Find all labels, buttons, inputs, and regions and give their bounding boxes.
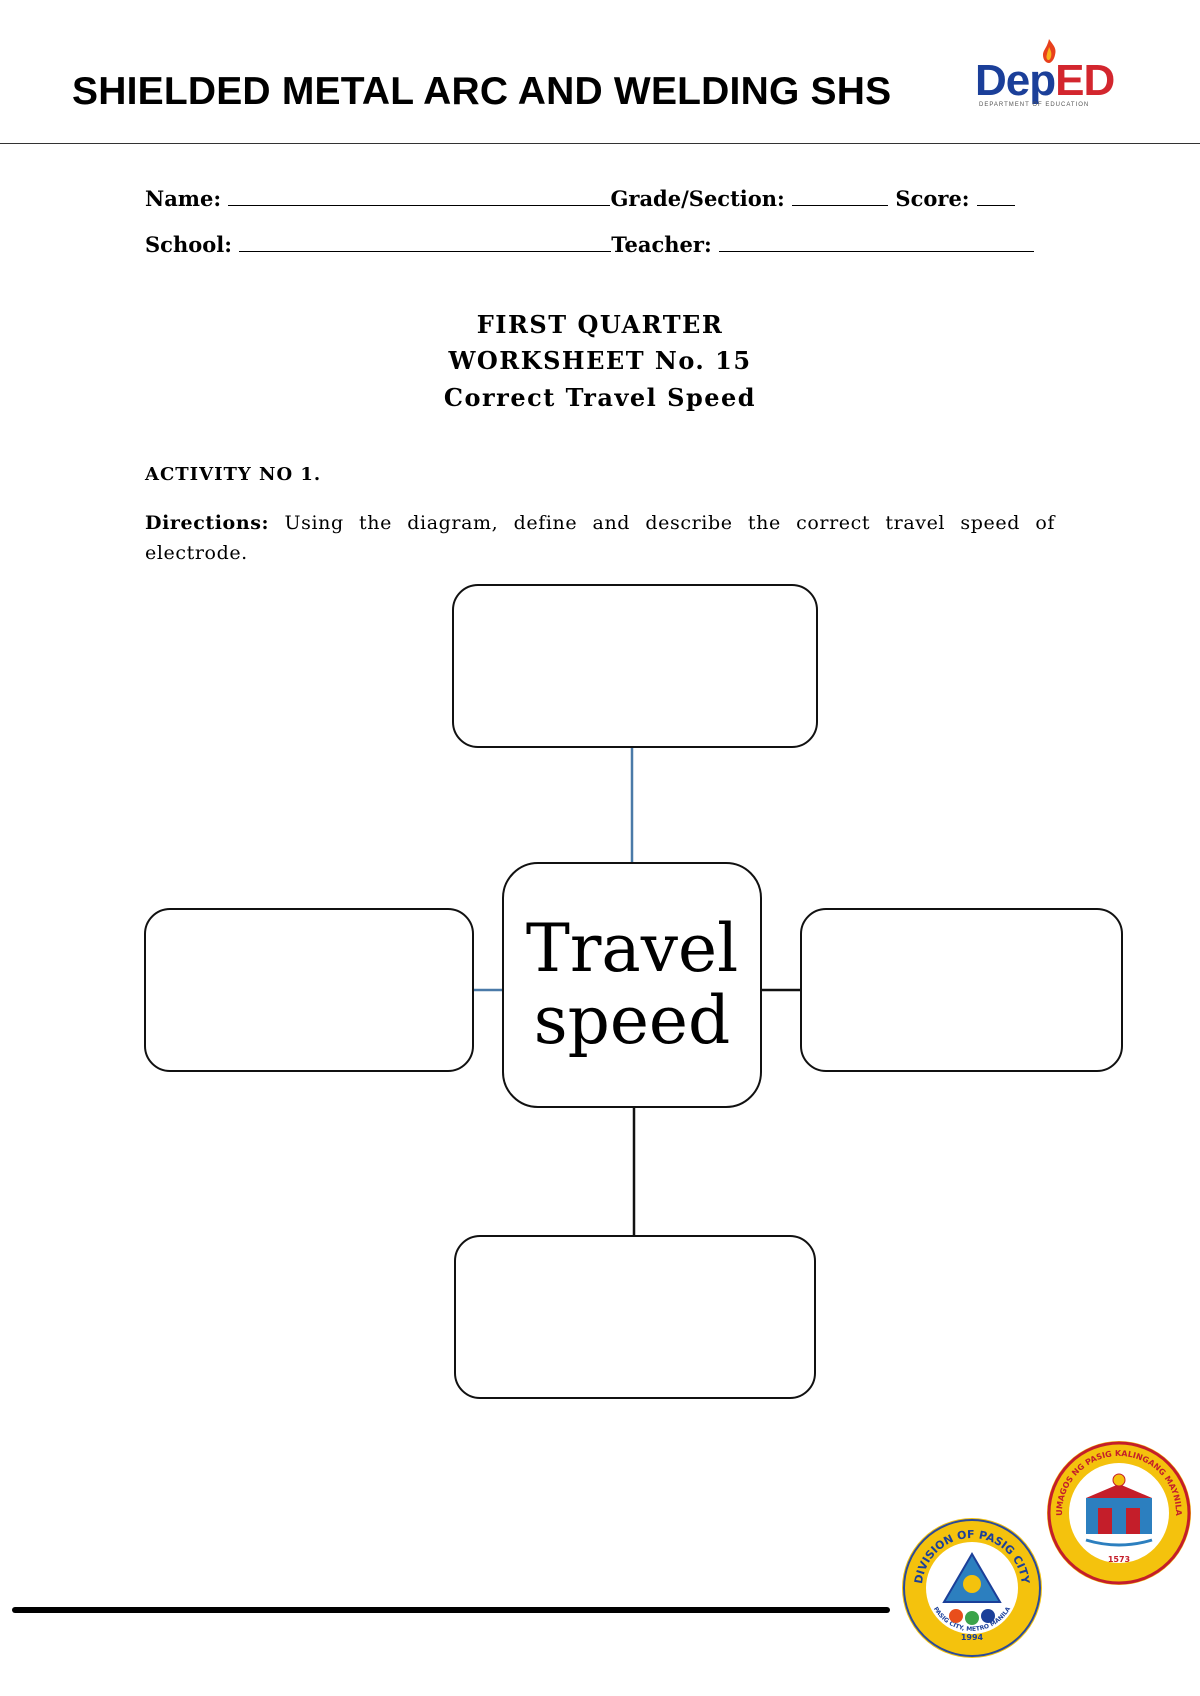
deped-logo: DepED DEPARTMENT OF EDUCATION [975,38,1115,114]
score-blank[interactable] [976,185,1015,206]
pasig-city-seal: UMAGOS NG PASIG KALINGANG MAYNILA 1573 [1047,1441,1191,1585]
deped-tagline: DEPARTMENT OF EDUCATION [979,102,1090,108]
grade-section-label: Grade/Section: [610,186,785,211]
name-blank[interactable] [228,185,611,206]
svg-text:1994: 1994 [961,1633,984,1642]
answer-box-left[interactable] [144,908,474,1072]
directions-text: Using the diagram, define and describe t… [145,512,1055,564]
center-concept-label: Travel speed [525,910,739,1059]
document-title: SHIELDED METAL ARC AND WELDING SHS [72,70,892,113]
info-row-name: Name: Grade/Section: Score: [145,185,1015,211]
school-blank[interactable] [239,231,612,252]
name-label: Name: [145,186,222,211]
division-pasig-city-seal: DIVISION OF PASIG CITY PASIG CITY, METRO… [902,1518,1042,1658]
center-concept-box: Travel speed [502,862,762,1108]
answer-box-bottom[interactable] [454,1235,816,1399]
directions-label: Directions: [145,512,270,534]
worksheet-number: WORKSHEET No. 15 [448,346,752,375]
info-row-school: School: Teacher: [145,231,1035,257]
header-divider [0,143,1200,144]
score-label: Score: [895,186,970,211]
svg-text:1573: 1573 [1108,1555,1130,1564]
quarter-title: FIRST QUARTER [476,310,724,339]
directions-paragraph: Directions: Using the diagram, define an… [145,508,1055,568]
teacher-label: Teacher: [611,232,712,257]
teacher-blank[interactable] [719,231,1035,252]
answer-box-top[interactable] [452,584,818,748]
footer-divider [12,1607,890,1613]
activity-heading: ACTIVITY NO 1. [145,464,322,485]
deped-wordmark: DepED [975,56,1115,105]
worksheet-topic: Correct Travel Speed [443,383,757,412]
torch-flame-icon [1043,39,1056,63]
answer-box-right[interactable] [800,908,1123,1072]
school-label: School: [145,232,232,257]
grade-section-blank[interactable] [792,185,889,206]
